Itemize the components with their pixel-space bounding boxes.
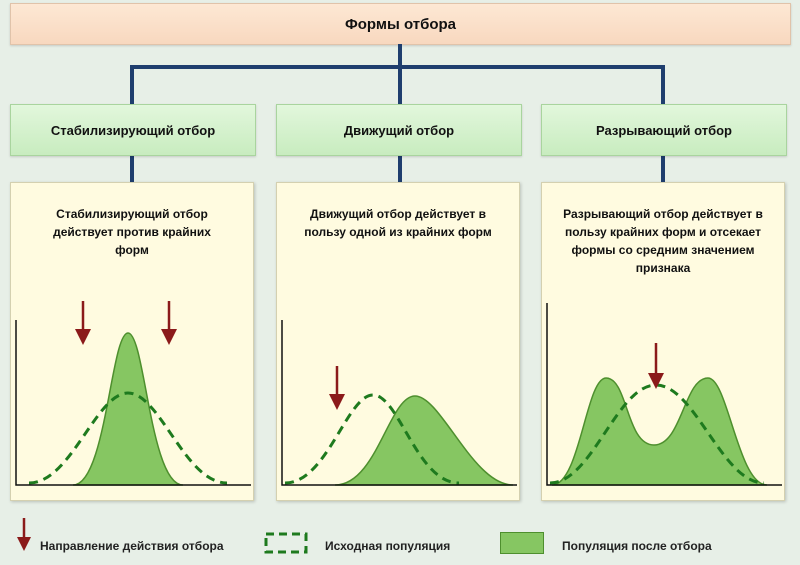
after-population-curve — [334, 395, 514, 486]
category-disruptive: Разрывающий отбор — [541, 104, 787, 156]
category-stabilizing-label: Стабилизирующий отбор — [50, 122, 216, 138]
axes — [281, 320, 517, 486]
diagram-title: Формы отбора — [10, 3, 791, 45]
legend-after-label: Популяция после отбора — [562, 539, 712, 553]
connector-lines — [130, 44, 665, 182]
axes — [15, 320, 251, 486]
disruptive-graph — [546, 303, 782, 486]
legend-arrow-icon — [17, 518, 31, 551]
legend-filled-box-icon — [500, 532, 544, 554]
after-population-curve — [72, 332, 184, 486]
category-directional-label: Движущий отбор — [343, 122, 455, 138]
axes — [546, 303, 782, 486]
legend-initial-label: Исходная популяция — [325, 539, 451, 553]
initial-population-curve — [549, 383, 765, 485]
initial-population-curve — [28, 391, 228, 485]
stabilizing-description: Стабилизирующий отбор действует против к… — [53, 207, 211, 257]
disruptive-description: Разрывающий отбор действует в пользу кра… — [563, 207, 763, 275]
legend-dashed-box-icon — [264, 532, 308, 554]
selection-arrow-left — [75, 301, 91, 345]
diagram-title-text: Формы отбора — [344, 15, 457, 33]
category-disruptive-label: Разрывающий отбор — [595, 122, 732, 138]
category-directional: Движущий отбор — [276, 104, 522, 156]
directional-description: Движущий отбор действует в пользу одной … — [304, 207, 492, 239]
legend-arrow-label: Направление действия отбора — [40, 539, 224, 553]
after-population-curve — [551, 377, 768, 486]
panel-directional: Движущий отбор действует в пользу одной … — [276, 182, 520, 501]
selection-arrow — [648, 343, 664, 389]
panel-stabilizing: Стабилизирующий отбор действует против к… — [10, 182, 254, 501]
panel-disruptive: Разрывающий отбор действует в пользу кра… — [541, 182, 785, 501]
selection-arrow — [329, 366, 345, 410]
selection-arrow-right — [161, 301, 177, 345]
legend: Направление действия отбора Исходная поп… — [0, 510, 800, 565]
directional-graph — [281, 320, 517, 486]
initial-population-curve — [284, 393, 460, 485]
stabilizing-graph — [15, 301, 251, 486]
category-stabilizing: Стабилизирующий отбор — [10, 104, 256, 156]
